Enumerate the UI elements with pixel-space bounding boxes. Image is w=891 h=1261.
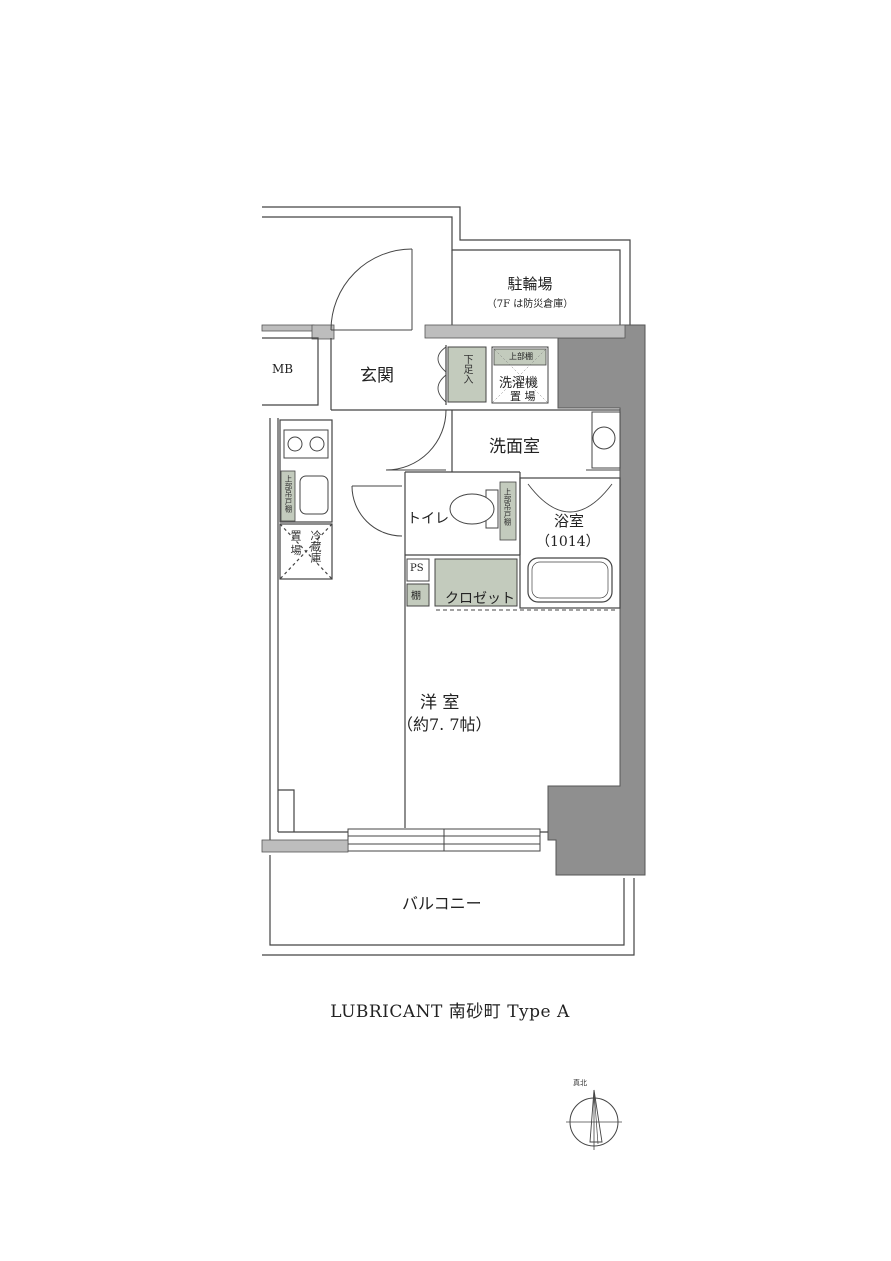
washer-shelf-top [493,348,547,366]
balcony-window [347,828,541,852]
washer-space-label-1: 洗濯機 [499,376,539,391]
outer-wall-right [547,324,646,876]
washer-space-label-2: 置 場 [510,390,536,403]
entrance-label: 玄関 [360,366,394,386]
shelf-label: 棚 [411,591,421,602]
storage-row [406,558,618,611]
shoe-box [447,346,487,403]
bath-label: 浴室 [554,512,585,530]
entrance-door [330,248,413,331]
north-compass-icon [566,1089,622,1150]
balcony-label: バルコニー [402,894,482,913]
ps-label: PS [410,563,424,574]
shoe-box-label: 下足入 [461,354,472,384]
toilet-door [351,485,403,537]
washer-shelf-label: 上部棚 [509,352,533,361]
wall-bottom-left [261,839,349,853]
wall-top-entrance [424,324,626,339]
bathroom [519,477,621,609]
washbasin [586,411,621,471]
toilet-label: トイレ [407,511,449,527]
kitchen [269,418,333,845]
mb-label: MB [272,362,294,376]
kitchen-upper-cabinet [280,470,296,522]
wall-top-left [261,324,315,332]
bicycle-parking-label: 駐輪場 [507,275,553,293]
western-room [278,789,548,833]
kitchen-sink [299,475,329,515]
bicycle-parking-outline [262,206,631,325]
shoe-box-doors [437,346,447,403]
kitchen-upper-cabinet-label: 上部吊戸棚 [284,475,293,513]
closet-label: クロゼット [445,591,515,607]
bath-size-label: （1014） [536,534,600,550]
plan-caption: LUBRICANT 南砂町 Type A [330,1002,570,1022]
western-room-label: 洋 室 [420,693,460,713]
toilet-upper-cabinet-label: 上部吊戸棚 [503,488,512,526]
fridge-label-1: 冷蔵庫 [309,530,322,563]
toilet-fixture [449,489,499,529]
washroom-door [385,409,447,471]
western-room-size-label: （約7. 7帖） [397,715,492,734]
mb-area [262,337,332,410]
bicycle-parking-note: （7F は防災倉庫） [486,299,574,310]
balcony [262,855,635,956]
compass-label: 真北 [573,1079,587,1087]
fridge-label-2: 置 場 [289,530,302,556]
stove [283,429,329,459]
toilet-upper-cabinet [499,481,517,541]
washroom-label: 洗面室 [489,437,540,457]
mb-column [311,324,335,340]
